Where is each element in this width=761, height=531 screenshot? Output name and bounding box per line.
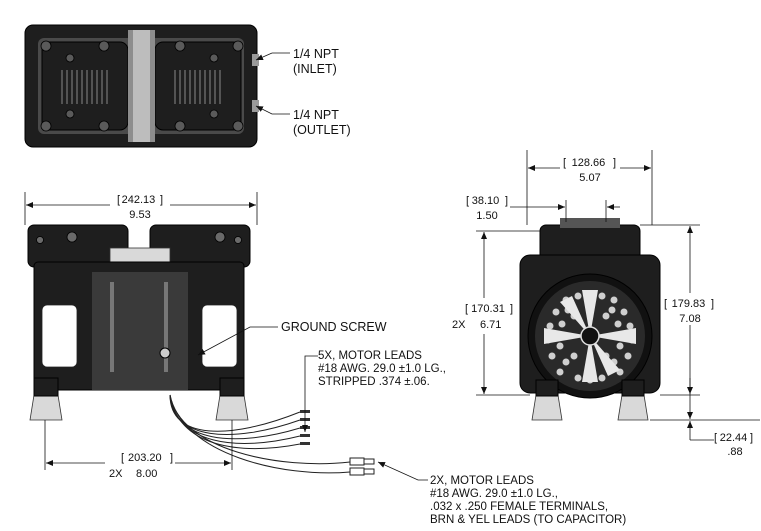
front-view [27,224,251,421]
dim-foot-height-in: .88 [727,446,742,458]
dim-head-offset: 38.10 1.50 [472,195,503,222]
svg-text:[: [ [465,303,468,315]
leads-5x-line2: #18 AWG. 29.0 ±1.0 LG., [318,363,446,375]
dim-mount-spacing-in: 8.00 [136,468,157,480]
dim-mount-height-in: 6.71 [480,319,501,331]
svg-text:]: ] [750,432,753,444]
leads-5x-line3: STRIPPED .374 ±.06. [318,376,430,388]
dim-head-offset-mm: 38.10 [472,195,500,207]
dim-overall-height-in: 7.08 [679,313,700,325]
leads-5x-callout: 5X, MOTOR LEADS #18 AWG. 29.0 ±1.0 LG., … [318,350,449,388]
ground-screw-callout: GROUND SCREW [281,320,387,334]
top-view [24,24,259,148]
svg-text:[: [ [466,195,469,207]
svg-text:]: ] [160,194,163,206]
inlet-size: 1/4 NPT [293,47,339,61]
dim-overall-width-in: 9.53 [129,209,150,221]
dim-mount-spacing: 203.20 [128,452,162,464]
dim-side-width: 128.66 5.07 [572,157,609,184]
svg-text:[: [ [563,157,566,169]
dim-mount-height: 170.31 [471,303,505,315]
outlet-label: (OUTLET) [293,123,351,137]
svg-text:[: [ [121,452,124,464]
leads-2x-line1: 2X, MOTOR LEADS [430,475,534,487]
svg-text:]: ] [711,298,714,310]
svg-text:]: ] [170,452,173,464]
dim-overall-height: 179.83 7.08 [672,298,709,325]
dim-head-offset-in: 1.50 [476,210,497,222]
dim-mount-spacing-mm: 203.20 [128,452,162,464]
svg-text:[: [ [664,298,667,310]
dim-overall-width-mm: 242.13 [122,194,156,206]
svg-text:[: [ [117,194,120,206]
dim-overall-width: 242.13 9.53 [122,194,159,221]
leads-5x-line1: 5X, MOTOR LEADS [318,350,422,362]
svg-text:]: ] [613,157,616,169]
dim-side-width-mm: 128.66 [572,157,606,169]
dim-mount-spacing-qty: 2X [109,468,123,480]
leads-2x-line2: #18 AWG. 29.0 ±1.0 LG., [430,488,558,500]
dim-overall-height-mm: 179.83 [672,298,706,310]
dim-side-width-in: 5.07 [579,172,600,184]
dim-mount-height-mm: 170.31 [471,303,505,315]
leads-2x-callout: 2X, MOTOR LEADS #18 AWG. 29.0 ±1.0 LG., … [430,475,626,526]
inlet-callout: 1/4 NPT (INLET) [293,47,342,76]
side-view [519,218,661,421]
outlet-size: 1/4 NPT [293,108,339,122]
leads-2x-line4: BRN & YEL LEADS (TO CAPACITOR) [430,514,626,526]
dim-foot-height-mm: 22.44 [720,432,748,444]
inlet-label: (INLET) [293,62,337,76]
dim-foot-height: 22.44 .88 [720,432,751,458]
svg-text:[: [ [714,432,717,444]
leads-2x-line3: .032 x .250 FEMALE TERMINALS, [430,501,608,513]
dim-mount-height-qty: 2X [452,319,466,331]
outlet-callout: 1/4 NPT (OUTLET) [293,108,351,137]
svg-text:]: ] [510,303,513,315]
motor-leads [169,394,351,474]
svg-text:]: ] [505,195,508,207]
